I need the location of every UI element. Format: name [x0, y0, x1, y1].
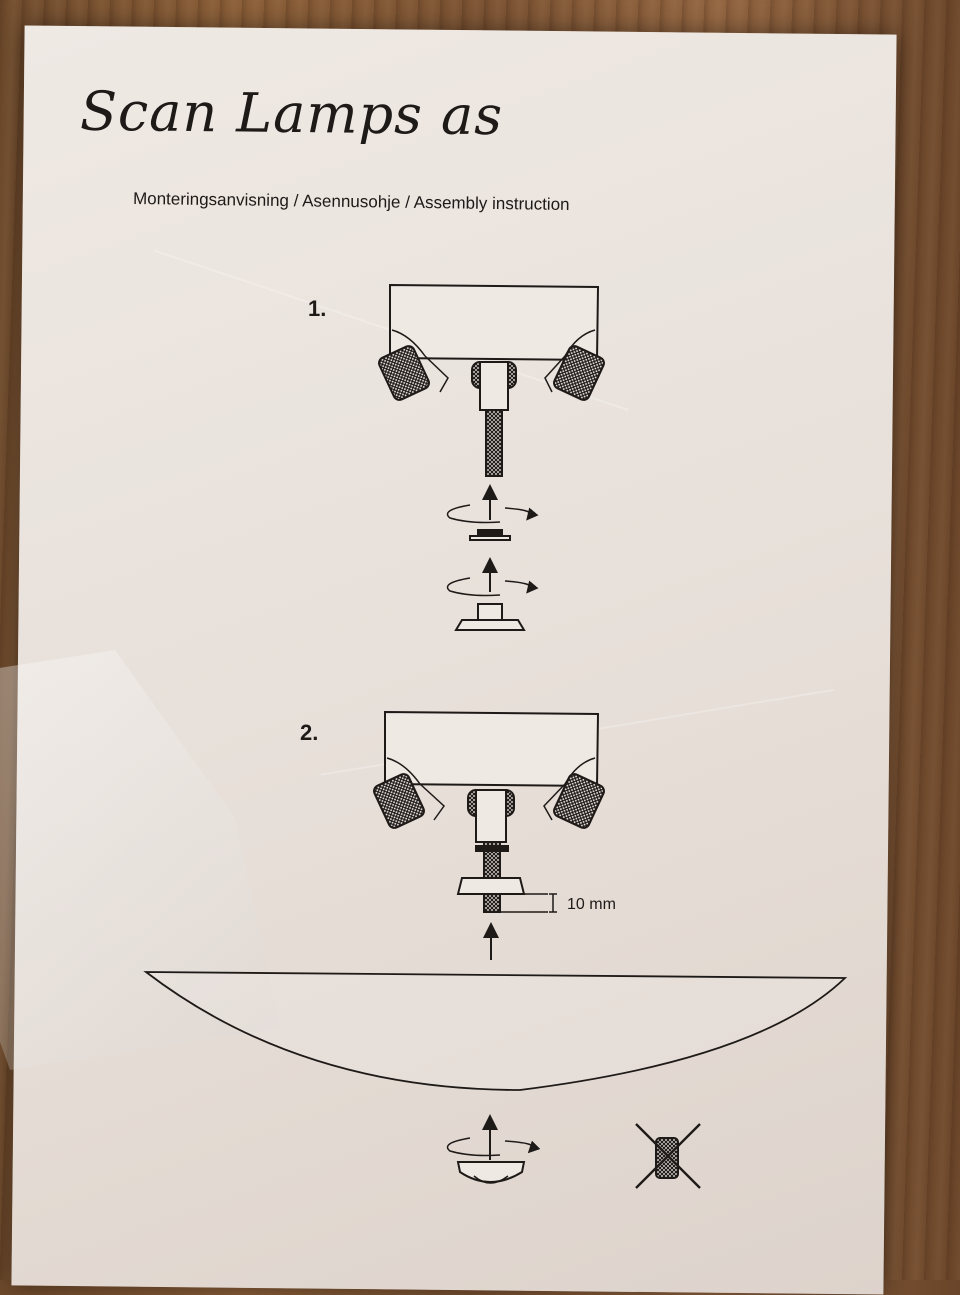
glass-shade — [143, 971, 848, 1091]
step-1-washer-rotation — [446, 484, 539, 541]
finial-rotation — [446, 1114, 541, 1184]
prohibited-part-icon — [635, 1123, 701, 1189]
step-1-number: 1. — [308, 296, 327, 321]
measurement-label: 10 mm — [567, 896, 616, 913]
step-2-fixture — [373, 710, 605, 913]
step-1-nut-rotation — [446, 557, 539, 631]
step-1-fixture — [378, 283, 605, 477]
step-2-number: 2. — [300, 720, 319, 745]
